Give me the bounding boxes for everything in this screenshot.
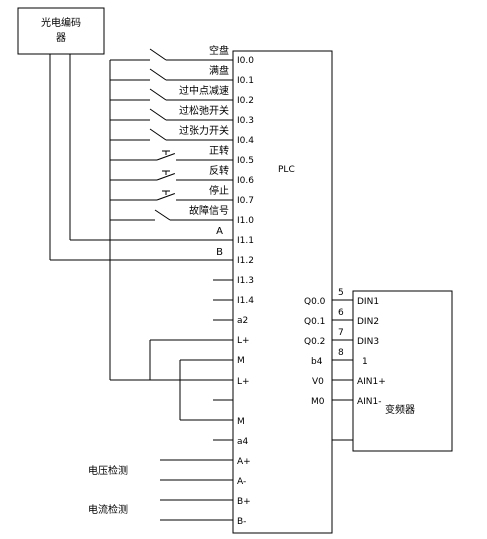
terminal-q0-0: Q0.0 — [304, 297, 326, 307]
current-detection-label: 电流检测 — [88, 503, 128, 516]
power-jumpers — [149, 339, 233, 421]
output-wiring: Q0.0 Q0.1 Q0.2 b4 V0 M0 5 6 7 8 DIN1 DIN… — [304, 288, 386, 441]
label-tension-switch: 过张力开关 — [179, 124, 229, 137]
terminal-b4: b4 — [311, 357, 323, 367]
pushbutton-stop — [156, 190, 233, 201]
label-phase-a: A — [216, 226, 223, 237]
terminal-i0-2: I0.2 — [237, 96, 254, 106]
vfd-terminal-din1: DIN1 — [357, 297, 379, 307]
input-terminals: I0.0 I0.1 I0.2 I0.3 I0.4 I0.5 I0.6 I0.7 … — [237, 56, 254, 366]
input-wiring — [109, 48, 233, 381]
sensor-wiring: 电压检测 电流检测 — [88, 459, 233, 521]
pushbutton-forward — [156, 150, 233, 161]
terminal-lplus-1: L+ — [237, 336, 250, 346]
terminal-q0-1: Q0.1 — [304, 317, 325, 327]
terminal-i0-4: I0.4 — [237, 136, 254, 146]
encoder-label-line1: 光电编码 — [41, 16, 81, 29]
terminal-i0-7: I0.7 — [237, 196, 254, 206]
label-slack-switch: 过松弛开关 — [179, 104, 229, 117]
vfd-title: 变频器 — [385, 403, 415, 416]
terminal-a2: a2 — [237, 316, 248, 326]
vfd-terminal-ain1-minus: AIN1- — [357, 397, 382, 407]
terminal-q0-2: Q0.2 — [304, 337, 325, 347]
stub-lines — [213, 279, 233, 441]
terminal-a4: a4 — [237, 437, 249, 447]
vfd-terminal-ain1-plus: AIN1+ — [357, 377, 386, 387]
vfd-terminal-din2: DIN2 — [357, 317, 379, 327]
label-phase-b: B — [216, 247, 223, 258]
terminal-bminus: B- — [237, 517, 246, 527]
wire-number-8: 8 — [338, 348, 344, 358]
terminal-i0-1: I0.1 — [237, 76, 254, 86]
limit-switch-i0-1 — [149, 68, 233, 81]
voltage-detection-label: 电压检测 — [88, 464, 128, 477]
plc-title: PLC — [278, 165, 295, 175]
label-fault-signal: 故障信号 — [189, 204, 229, 217]
terminal-i1-4: I1.4 — [237, 296, 254, 306]
encoder-block: 光电编码 器 — [17, 7, 105, 55]
limit-switch-i0-2 — [149, 88, 233, 101]
terminal-i0-3: I0.3 — [237, 116, 254, 126]
encoder-wiring — [49, 54, 233, 261]
terminal-aplus: A+ — [237, 457, 251, 467]
fault-contact — [154, 209, 233, 221]
terminal-i1-3: I1.3 — [237, 276, 254, 286]
terminal-m-2: M — [237, 417, 245, 427]
terminal-m-1: M — [237, 356, 245, 366]
terminal-i0-6: I0.6 — [237, 176, 254, 186]
label-stop: 停止 — [209, 184, 229, 197]
terminal-i0-0: I0.0 — [237, 56, 254, 66]
terminal-lplus-2: L+ — [237, 377, 250, 387]
terminal-i1-0: I1.0 — [237, 216, 254, 226]
encoder-label-line2: 器 — [56, 32, 66, 44]
terminal-aminus: A- — [237, 477, 246, 487]
terminal-v0: V0 — [312, 377, 324, 387]
terminal-bplus: B+ — [237, 497, 251, 507]
label-empty-reel: 空盘 — [209, 44, 229, 57]
label-reverse: 反转 — [209, 164, 229, 177]
pushbutton-reverse — [156, 170, 233, 181]
limit-switch-i0-0 — [149, 48, 233, 61]
limit-switch-i0-3 — [149, 108, 233, 121]
vfd-terminal-din3: DIN3 — [357, 337, 379, 347]
label-mid-decel: 过中点减速 — [179, 84, 229, 97]
terminal-i1-2: I1.2 — [237, 256, 254, 266]
terminal-i1-1: I1.1 — [237, 236, 254, 246]
limit-switch-i0-4 — [149, 128, 233, 141]
label-forward: 正转 — [209, 144, 229, 157]
plc-block: PLC — [232, 50, 333, 534]
label-full-reel: 满盘 — [209, 64, 229, 77]
input-labels: 空盘 满盘 过中点减速 过松弛开关 过张力开关 正转 反转 停止 故障信号 A … — [179, 44, 229, 258]
terminal-i0-5: I0.5 — [237, 156, 254, 166]
vfd-terminal-1: 1 — [362, 357, 368, 367]
terminal-m0: M0 — [311, 397, 325, 407]
analog-terminals: L+ M a4 A+ A- B+ B- — [237, 377, 251, 527]
vfd-block: 变频器 — [352, 290, 453, 452]
wire-number-5: 5 — [338, 288, 344, 298]
wire-number-6: 6 — [338, 308, 344, 318]
wire-number-7: 7 — [338, 328, 344, 338]
